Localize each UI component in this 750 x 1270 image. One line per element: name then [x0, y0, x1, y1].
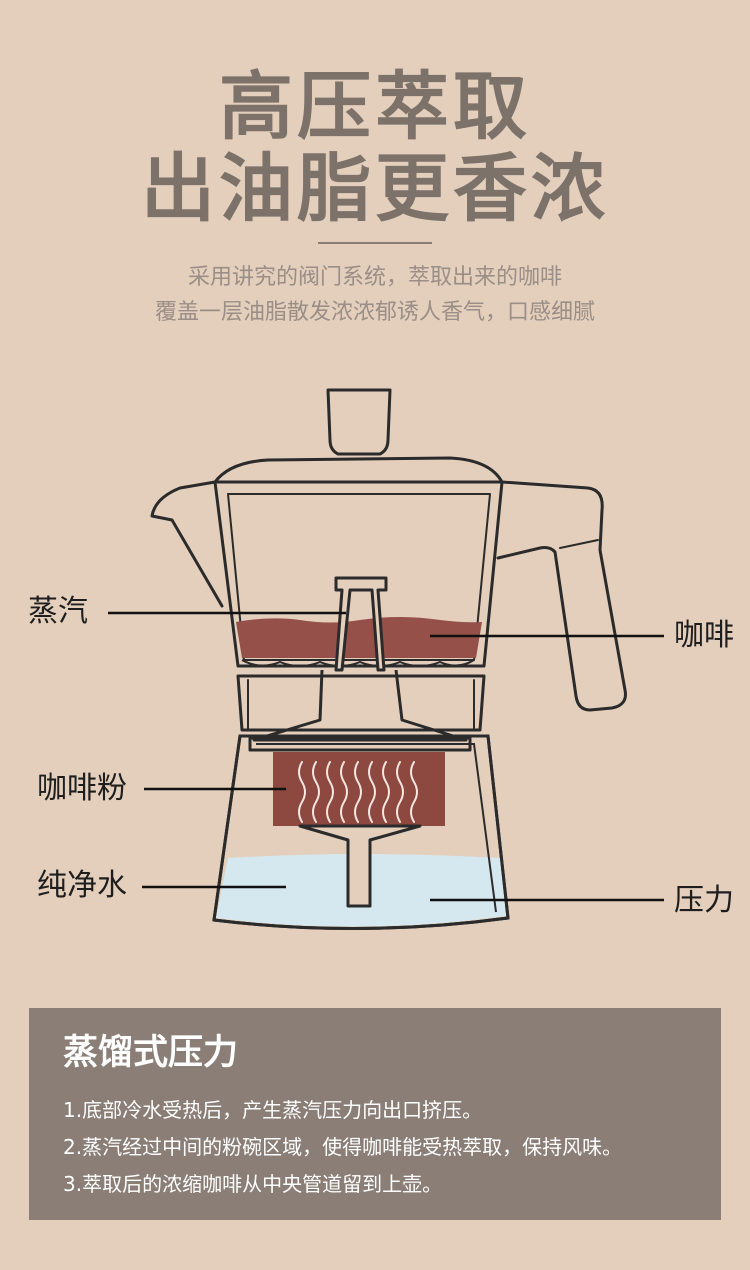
handle-grip-line	[559, 539, 599, 549]
central-tube	[334, 576, 388, 672]
info-item-2: 2.蒸汽经过中间的粉碗区域，使得咖啡能受热萃取，保持风味。	[63, 1135, 623, 1159]
info-item-1: 1.底部冷水受热后，产生蒸汽压力向出口挤压。	[63, 1098, 483, 1122]
middle-collar	[236, 674, 486, 732]
info-item-3: 3.萃取后的浓缩咖啡从中央管道留到上壶。	[63, 1172, 443, 1196]
lower-chamber-inner	[256, 743, 497, 913]
subtitle-line-2: 覆盖一层油脂散发浓浓郁诱人香气，口感细腻	[154, 300, 595, 325]
label-coffee: 咖啡	[674, 618, 734, 653]
filter-plate	[252, 669, 468, 742]
moka-pot-diagram	[108, 388, 664, 930]
lower-chamber-outline	[212, 734, 510, 930]
upper-chamber	[213, 480, 504, 668]
coffee-crema-wave	[241, 659, 475, 667]
headline-line-2: 出油脂更香浓	[141, 146, 609, 232]
label-pressure: 压力	[674, 883, 734, 918]
collar-divider	[247, 679, 475, 729]
basket-rim	[248, 736, 472, 752]
lid	[213, 456, 504, 484]
info-box: 蒸馏式压力 1.底部冷水受热后，产生蒸汽压力向出口挤压。 2.蒸汽经过中间的粉碗…	[29, 1008, 721, 1220]
steam-waves	[298, 761, 418, 823]
title-divider	[318, 242, 432, 244]
lid-knob	[326, 388, 392, 456]
label-grounds: 咖啡粉	[37, 771, 127, 806]
subtitle-line-1: 采用讲究的阀门系统，萃取出来的咖啡	[187, 265, 562, 290]
handle	[496, 480, 627, 712]
label-steam: 蒸汽	[28, 594, 88, 629]
info-box-title: 蒸馏式压力	[63, 1033, 239, 1073]
funnel-stem	[298, 824, 422, 908]
coffee-liquid	[236, 617, 482, 658]
headline-line-1: 高压萃取	[219, 64, 531, 150]
spout	[150, 480, 224, 608]
label-water: 纯净水	[37, 868, 127, 903]
